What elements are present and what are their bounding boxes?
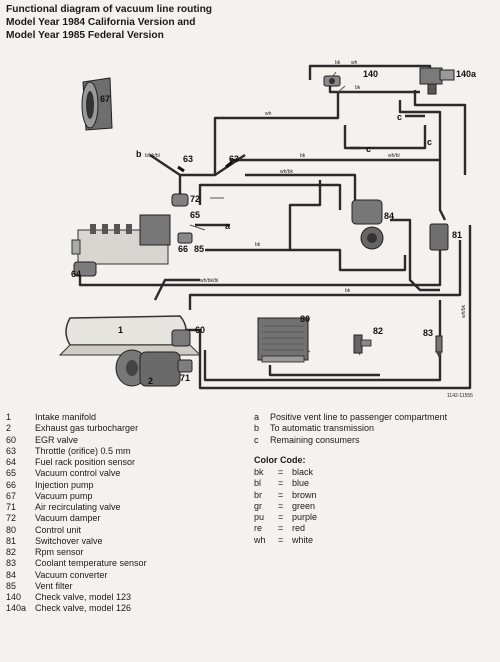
wire-code: wh/bk/bl [200, 278, 218, 284]
callout: 72 [190, 194, 200, 204]
callout: 83 [423, 328, 433, 338]
color-code-title: Color Code: [254, 454, 306, 465]
wire-code: bk [355, 85, 361, 91]
color-code-item: re=red [254, 523, 306, 534]
callout: 63 [229, 154, 239, 164]
wire-code: bk [335, 60, 341, 66]
callout: c [366, 144, 371, 154]
color-code-item: pu=purple [254, 512, 318, 522]
title-line-1: Functional diagram of vacuum line routin… [6, 4, 213, 15]
figure-id: 1142-11555 [447, 393, 473, 399]
callout: 85 [194, 244, 204, 254]
orifice-markers [177, 160, 233, 173]
callout: 63 [183, 154, 193, 164]
callout: 1 [118, 325, 123, 335]
switchover-valve [429, 223, 449, 251]
callout: c [397, 112, 402, 122]
diagram-title: Functional diagram of vacuum line routin… [6, 3, 266, 42]
vacuum-converter [351, 199, 384, 250]
vent-filter [177, 232, 193, 244]
wire-code: wh [351, 60, 358, 66]
coolant-temperature-sensor [435, 335, 443, 358]
wire-code: bk [345, 288, 351, 294]
control-unit [257, 317, 309, 363]
injection-pump [71, 214, 171, 265]
turbocharger [115, 349, 181, 387]
callout: a [225, 221, 231, 231]
wire-code: wh/bk [461, 304, 467, 318]
vacuum-pump [81, 77, 113, 131]
callouts: 67 140 140a 63 63 72 65 66 85 84 81 64 1… [71, 69, 477, 386]
callout: 66 [178, 244, 188, 254]
rpm-sensor [353, 334, 372, 354]
callout: 71 [180, 373, 190, 383]
callout: 80 [300, 314, 310, 324]
callout: 64 [71, 269, 81, 279]
title-line-2: Model Year 1984 California Version and [6, 17, 196, 28]
title-line-3: Model Year 1985 Federal Version [6, 30, 164, 41]
wire-code: wh/bk [280, 169, 294, 175]
color-code-item: bk=black [254, 467, 314, 477]
wire-codes: bk wh bk wh wh/bl wh/bk bk b/bk/bl bk wh… [145, 60, 467, 318]
check-valve-140a [419, 67, 455, 95]
vacuum-damper [171, 193, 189, 207]
fuel-rack-position-sensor [73, 261, 97, 277]
check-valve-140 [323, 75, 341, 87]
wire-code: wh [265, 111, 272, 117]
egr-valve [171, 329, 191, 347]
orifice-mark [225, 160, 233, 169]
callout: b [136, 149, 142, 159]
callout: 82 [373, 326, 383, 336]
callout: 84 [384, 211, 394, 221]
callout: 81 [452, 230, 462, 240]
vacuum-line-diagram: 67 140 140a 63 63 72 65 66 85 84 81 64 1… [58, 60, 477, 399]
vacuum-lines-thin [189, 71, 442, 356]
callout: 60 [195, 325, 205, 335]
wire-code: b/bk/bl [145, 153, 160, 159]
callout: 140 [363, 69, 378, 79]
wire-code: bk [300, 153, 306, 159]
callout: 67 [100, 94, 110, 104]
color-code-item: bl=blue [254, 478, 310, 489]
wire-code: bk [255, 242, 261, 248]
callout: c [427, 137, 432, 147]
color-code-list: bk=black bl=blue br=brown gr=green pu=pu… [254, 467, 447, 546]
orifice-mark [177, 165, 185, 173]
color-code-item: gr=green [254, 500, 316, 511]
callout: 2 [148, 376, 153, 386]
wire-code: wh/bl [388, 153, 400, 159]
callout: 65 [190, 210, 200, 220]
air-recirculating-valve [177, 359, 193, 373]
color-code-item: wh=white [254, 534, 314, 545]
callout: 140a [456, 69, 477, 79]
color-code-item: br=brown [254, 489, 317, 500]
